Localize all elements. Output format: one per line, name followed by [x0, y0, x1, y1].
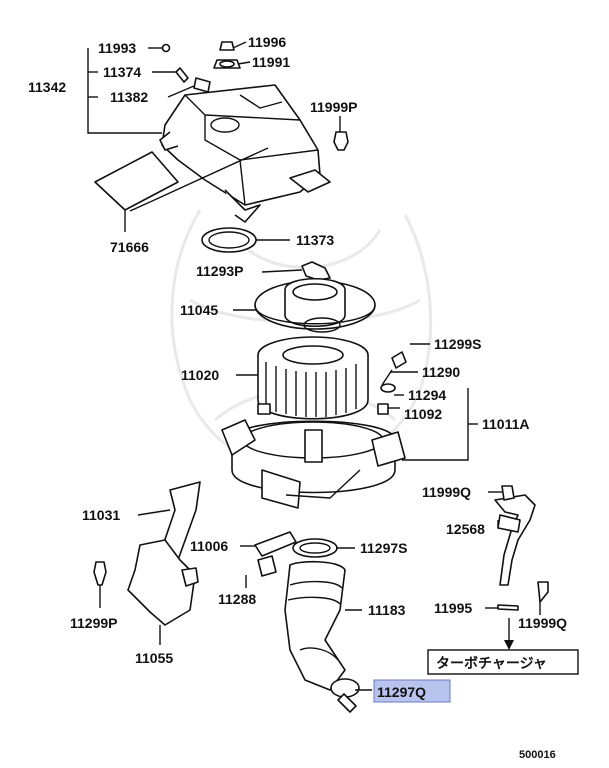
small-fittings-top [161, 41, 349, 151]
label-11092: 11092 [404, 406, 442, 422]
label-11294: 11294 [408, 387, 446, 403]
label-11995: 11995 [434, 600, 472, 616]
label-11374: 11374 [103, 64, 141, 80]
label-11290: 11290 [422, 364, 460, 380]
label-71666: 71666 [110, 239, 149, 255]
label-11996: 11996 [248, 34, 286, 50]
bolt-11299p [93, 561, 107, 586]
filter-element-11020 [257, 336, 369, 420]
clamp-11297q [330, 678, 360, 713]
hose-joint-11006 [254, 531, 297, 557]
label-11999p: 11999P [310, 99, 358, 115]
label-11055: 11055 [135, 650, 173, 666]
bracket-11055 [127, 539, 196, 626]
intake-hose-11183 [284, 560, 346, 691]
label-11031: 11031 [82, 507, 120, 523]
arrow-down-icon [504, 640, 514, 650]
label-11299s: 11299S [434, 336, 482, 352]
turbocharger-reference-box: ターボチャージャ [427, 649, 579, 675]
seal-ring-11373 [201, 227, 257, 253]
bolt-11999q-top [501, 485, 515, 501]
label-11999q-bottom: 11999Q [518, 615, 567, 631]
pipe-12568 [494, 494, 536, 586]
clamp-11297s [292, 538, 338, 558]
label-11993: 11993 [98, 40, 136, 56]
label-11293p: 11293P [196, 263, 244, 279]
figure-number: 500016 [519, 749, 556, 761]
highlighted-part-11297q[interactable]: 11297Q [373, 679, 451, 703]
label-11045: 11045 [180, 302, 218, 318]
label-11297s: 11297S [360, 540, 408, 556]
label-11288: 11288 [218, 591, 256, 607]
part-labels: 11993 11374 11342 11382 11996 11991 1199… [28, 34, 567, 666]
air-cleaner-cover [159, 84, 331, 223]
pipe-11288 [257, 555, 277, 577]
label-11299p: 11299P [70, 615, 118, 631]
label-11006: 11006 [190, 538, 228, 554]
label-11373: 11373 [296, 232, 334, 248]
filter-sheet-71666 [94, 151, 179, 211]
label-11342: 11342 [28, 79, 66, 95]
leader-lines [87, 41, 541, 691]
turbocharger-label: ターボチャージャ [436, 656, 547, 672]
air-cleaner-upper-body [254, 277, 376, 333]
pin-11995 [497, 604, 519, 611]
clamp-11293p [301, 261, 331, 281]
label-12568: 12568 [446, 521, 485, 537]
label-11183: 11183 [368, 602, 406, 618]
label-11382: 11382 [110, 89, 148, 105]
label-11020: 11020 [181, 367, 219, 383]
bolts-right [377, 351, 407, 415]
air-cleaner-lower-case [221, 403, 406, 509]
label-11011a: 11011A [482, 416, 530, 432]
label-11999q-top: 11999Q [422, 484, 471, 500]
label-11991: 11991 [252, 54, 290, 70]
bolt-11999q-bottom [537, 581, 549, 603]
label-11297q: 11297Q [377, 684, 426, 700]
